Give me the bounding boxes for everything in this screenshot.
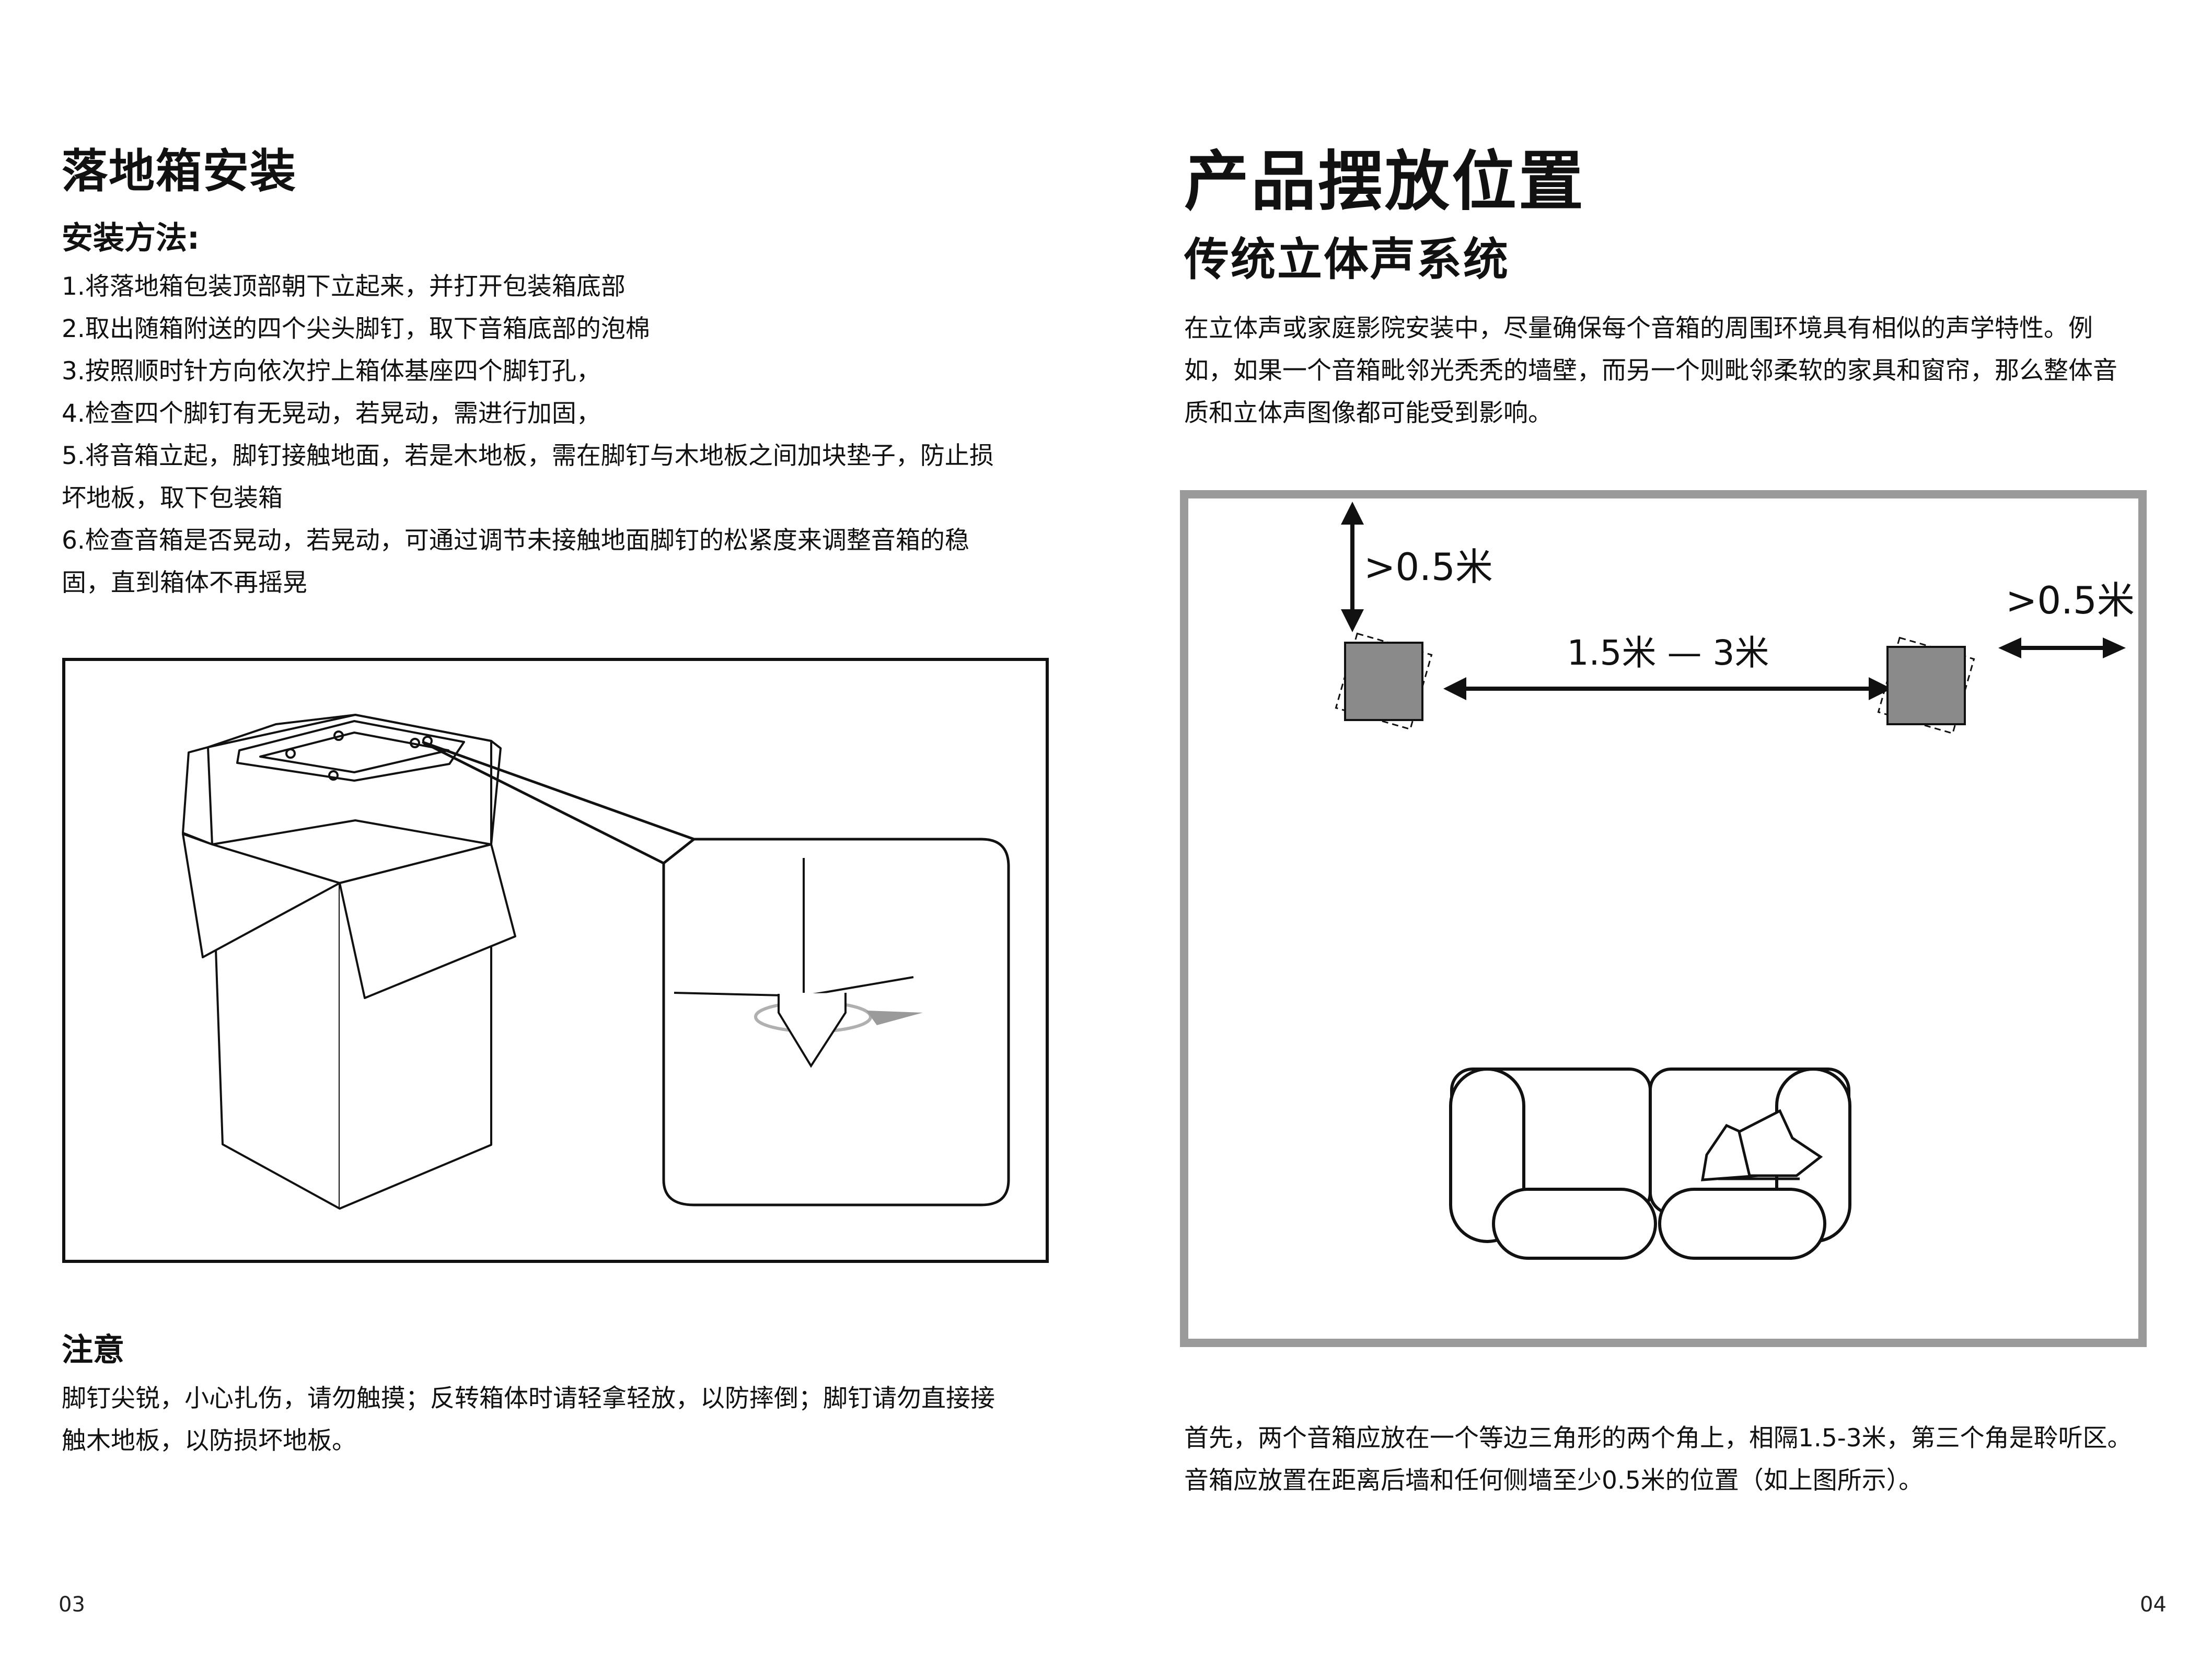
intro-line: 如，如果一个音箱毗邻光秃秃的墙壁，而另一个则毗邻柔软的家具和窗帘，那么整体音	[1184, 356, 2117, 385]
speaker-spacing-arrow	[1443, 677, 1892, 700]
back-wall-arrow	[1341, 502, 1364, 632]
spike-detail-callout	[662, 838, 1010, 1206]
placement-footer: 首先，两个音箱应放在一个等边三角形的两个角上，相隔1.5-3米，第三个角是聆听区…	[1184, 1417, 2132, 1502]
placement-intro: 在立体声或家庭影院安装中，尽量确保每个音箱的周围环境具有相似的声学特性。例 如，…	[1184, 307, 2117, 434]
left-page-number: 03	[59, 1593, 85, 1617]
method-heading: 安装方法:	[62, 220, 200, 257]
footer-line: 音箱应放置在距离后墙和任何侧墙至少0.5米的位置（如上图所示）。	[1184, 1466, 1924, 1495]
footer-line: 首先，两个音箱应放在一个等边三角形的两个角上，相隔1.5-3米，第三个角是聆听区…	[1184, 1424, 2132, 1453]
right-speaker	[1877, 636, 1975, 735]
right-page-number: 04	[2140, 1593, 2167, 1617]
note-heading: 注意	[62, 1332, 124, 1368]
rotate-arrow-icon	[866, 1011, 923, 1025]
note-line: 脚钉尖锐，小心扎伤，请勿触摸；反转箱体时请轻拿轻放，以防摔倒；脚钉请勿直接接	[62, 1384, 995, 1413]
step-line: 2.取出随箱附送的四个尖头脚钉，取下音箱底部的泡棉	[62, 315, 650, 343]
zoom-lines	[422, 740, 694, 865]
install-steps: 1.将落地箱包装顶部朝下立起来，并打开包装箱底部 2.取出随箱附送的四个尖头脚钉…	[62, 265, 994, 604]
stereo-placement-diagram: >0.5米 1.5米 — 3米 >0.5米	[1180, 490, 2147, 1347]
box-install-illustration	[62, 658, 1049, 1263]
sofa-icon	[1449, 1068, 1851, 1260]
speaker-spacing-label: 1.5米 — 3米	[1567, 633, 1769, 673]
side-wall-arrow	[1998, 637, 2126, 658]
note-line: 触木地板，以防损坏地板。	[62, 1426, 356, 1455]
intro-line: 质和立体声图像都可能受到影响。	[1184, 399, 1553, 427]
step-line: 5.将音箱立起，脚钉接触地面，若是木地板，需在脚钉与木地板之间加块垫子，防止损	[62, 442, 994, 470]
left-speaker	[1335, 632, 1433, 730]
spike-icon	[778, 993, 847, 1068]
step-line: 坏地板，取下包装箱	[62, 484, 283, 513]
floorstanding-box	[182, 714, 516, 1210]
step-line: 4.检查四个脚钉有无晃动，若晃动，需进行加固，	[62, 399, 601, 428]
step-line: 固，直到箱体不再摇晃	[62, 569, 307, 597]
step-line: 1.将落地箱包装顶部朝下立起来，并打开包装箱底部	[62, 272, 626, 301]
note-text: 脚钉尖锐，小心扎伤，请勿触摸；反转箱体时请轻拿轻放，以防摔倒；脚钉请勿直接接 触…	[62, 1377, 995, 1462]
right-page-title: 产品摆放位置	[1184, 144, 1586, 219]
right-page-subtitle: 传统立体声系统	[1184, 234, 1510, 286]
intro-line: 在立体声或家庭影院安装中，尽量确保每个音箱的周围环境具有相似的声学特性。例	[1184, 314, 2093, 343]
left-page-title: 落地箱安装	[62, 144, 297, 198]
side-wall-distance-label: >0.5米	[2006, 578, 2135, 622]
step-line: 3.按照顺时针方向依次拧上箱体基座四个脚钉孔，	[62, 357, 601, 386]
step-line: 6.检查音箱是否晃动，若晃动，可通过调节未接触地面脚钉的松紧度来调整音箱的稳	[62, 526, 969, 555]
back-wall-distance-label: >0.5米	[1364, 545, 1493, 589]
